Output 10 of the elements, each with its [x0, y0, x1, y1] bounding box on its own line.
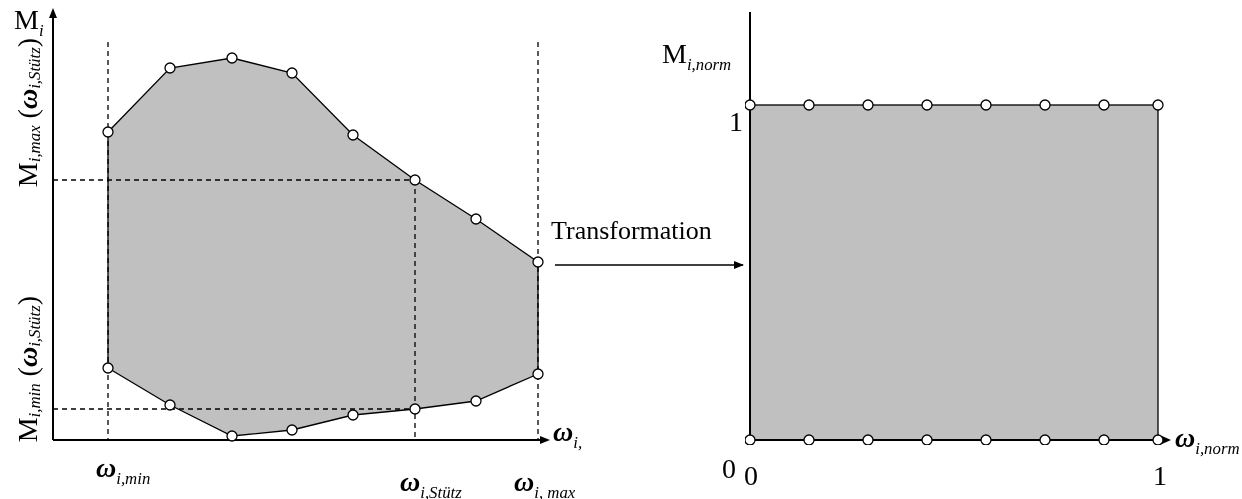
axis-label: ω$_{i,}$	[553, 418, 583, 452]
tick-label: 1	[729, 108, 743, 136]
arrow	[554, 261, 744, 269]
axis-label: M$_{i}$	[14, 6, 44, 40]
tick-label: 0	[744, 462, 758, 490]
axis-label: ω$_{i,min}$	[96, 454, 151, 488]
tick-label: 1	[1153, 462, 1167, 490]
tick-label: 0	[722, 455, 736, 483]
axis-label: M$_{i,norm}$	[662, 40, 732, 74]
axis-label: ω$_{i,norm}$	[1175, 424, 1240, 458]
